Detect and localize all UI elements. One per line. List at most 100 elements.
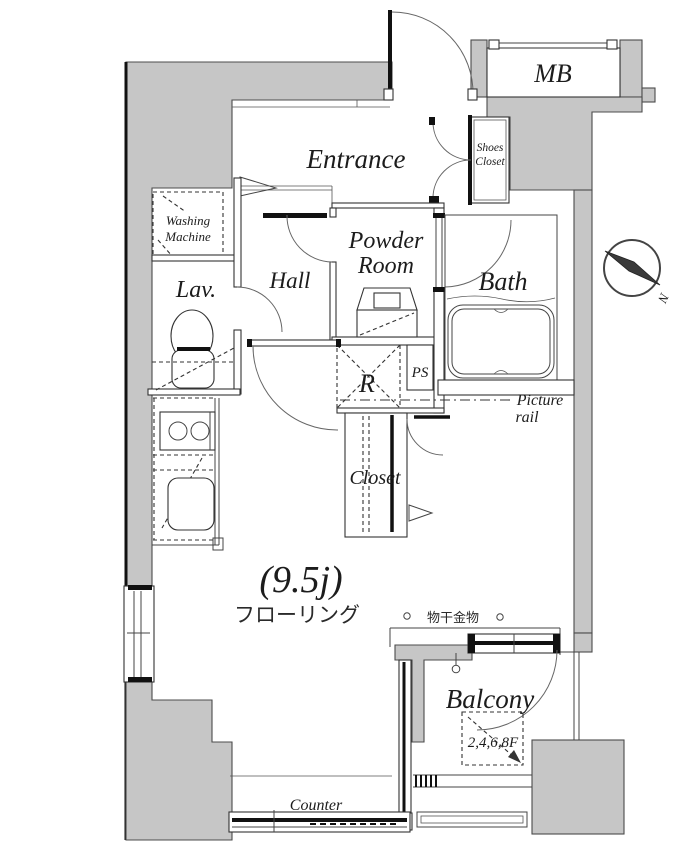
room-door-cap-right bbox=[336, 339, 341, 347]
balcony-door-cap-right bbox=[553, 634, 560, 653]
hall-wall-upper bbox=[233, 177, 242, 288]
wm-door-flag bbox=[239, 176, 278, 197]
powder-room-label1: Powder bbox=[348, 228, 424, 254]
shoes-closet-box bbox=[470, 116, 510, 204]
hall-label: Hall bbox=[269, 268, 311, 293]
laundry-hook-left bbox=[403, 612, 411, 620]
wall-right-step bbox=[573, 632, 593, 653]
main-room: (9.5j) フローリング bbox=[234, 339, 360, 627]
left-window bbox=[123, 585, 155, 683]
shoes-door-cap-bottom bbox=[429, 196, 439, 204]
powder-door-arc bbox=[286, 214, 333, 263]
shoes-closet-inner bbox=[473, 119, 507, 201]
kitchen-sink bbox=[167, 477, 215, 531]
wall-bottom-left-block bbox=[125, 679, 233, 841]
powder-bottom-wall bbox=[331, 336, 445, 346]
compass-needle bbox=[604, 250, 661, 286]
laundry-hardware-label: 物干金物 bbox=[427, 610, 479, 626]
counter-window: Counter bbox=[228, 775, 411, 833]
shoes-closet-door-arc-top bbox=[432, 121, 472, 161]
powder-left-wall-top bbox=[329, 207, 337, 218]
wall-right-column bbox=[573, 189, 593, 634]
meter-box-outline bbox=[486, 47, 621, 98]
refrigerator-label: R bbox=[358, 369, 375, 398]
balcony-railing-inner bbox=[420, 815, 524, 824]
hall-wall-lower bbox=[233, 329, 242, 395]
refrigerator-space: R bbox=[336, 344, 401, 409]
bath-floor-wave bbox=[446, 295, 556, 303]
stove-burner-right bbox=[190, 421, 210, 441]
balcony-floors-label: 2,4,6,8F bbox=[468, 735, 519, 751]
entrance-door-leaf bbox=[388, 10, 392, 95]
bath-door-arc bbox=[444, 219, 512, 288]
powder-room-label2: Room bbox=[357, 253, 414, 279]
balcony-floors-arrow-line bbox=[467, 716, 515, 758]
mb-right-column bbox=[619, 39, 643, 98]
lav-label: Lav. bbox=[175, 277, 216, 303]
picture-rail: Picture rail bbox=[340, 392, 563, 426]
mb-cap-left bbox=[488, 39, 500, 50]
left-window-cap-top bbox=[128, 585, 152, 590]
counter-label: Counter bbox=[290, 797, 343, 814]
lavatory: Lav. bbox=[147, 177, 283, 396]
shoes-closet: Shoes Closet bbox=[429, 115, 510, 205]
closet-box bbox=[344, 412, 408, 538]
balcony-drain-hatch bbox=[415, 775, 437, 787]
door-jamb-left bbox=[383, 88, 394, 101]
room-door-arc bbox=[252, 345, 339, 431]
balcony-railing-outer bbox=[416, 811, 528, 828]
mb-right-nub bbox=[641, 87, 656, 103]
pipe-space: PS bbox=[406, 344, 434, 391]
lav-dash-diagonal bbox=[155, 347, 235, 391]
left-window-cap-bottom bbox=[128, 677, 152, 682]
compass-north-label: N bbox=[654, 290, 672, 306]
lav-bottom-wall bbox=[147, 388, 241, 396]
shoes-closet-label1: Shoes bbox=[477, 142, 504, 154]
meter-box-label: MB bbox=[533, 59, 572, 88]
balcony: 物干金物 Balcony 2,4,6,8F bbox=[389, 610, 580, 828]
hall-wall-segment bbox=[263, 213, 327, 218]
wall-right-header bbox=[486, 96, 643, 191]
shoes-closet-door-arc-bottom bbox=[432, 159, 472, 199]
pipe-space-box bbox=[406, 344, 434, 391]
shoes-door-cap-top bbox=[429, 117, 435, 125]
balcony-side-window bbox=[397, 659, 413, 831]
pipe-space-label: PS bbox=[411, 365, 429, 381]
balcony-door-arc bbox=[476, 649, 558, 731]
left-window-frame bbox=[123, 585, 155, 683]
vanity-dash bbox=[359, 312, 415, 336]
bottom-window-glass bbox=[232, 818, 407, 822]
closet-door-flag bbox=[408, 504, 434, 522]
r-ps-bottom-wall bbox=[336, 407, 445, 414]
room-door-leaf bbox=[250, 339, 340, 347]
balcony-floors-box bbox=[461, 711, 524, 766]
kitchen-foot bbox=[212, 537, 224, 551]
closet: Closet bbox=[344, 412, 450, 538]
entrance-door bbox=[383, 10, 478, 101]
entrance-label: Entrance bbox=[306, 144, 406, 174]
entrance-door-arc bbox=[391, 11, 474, 96]
picture-rail-label2: rail bbox=[515, 409, 539, 426]
powder-room: Powder Room bbox=[286, 202, 445, 346]
powder-left-wall-bottom bbox=[329, 261, 337, 341]
washing-machine-area: Washing Machine bbox=[152, 176, 278, 259]
balcony-floors-arrowhead bbox=[508, 750, 521, 763]
picture-rail-label1: Picture bbox=[516, 392, 564, 409]
entrance-hall: Entrance Hall bbox=[232, 100, 405, 293]
lav-top-wall bbox=[151, 254, 238, 262]
room-flooring-label: フローリング bbox=[234, 603, 360, 627]
bath-door-cap-top bbox=[433, 213, 445, 218]
meter-box: MB bbox=[486, 39, 621, 98]
shoes-closet-label2: Closet bbox=[475, 156, 505, 168]
powder-top-wall bbox=[331, 202, 445, 209]
room-size-label: (9.5j) bbox=[259, 559, 342, 601]
stove-burner-left bbox=[168, 421, 188, 441]
wm-fold-mark2 bbox=[157, 239, 173, 257]
compass-circle bbox=[603, 239, 661, 297]
washing-machine-label1: Washing bbox=[166, 213, 211, 228]
compass: N bbox=[603, 239, 673, 306]
bath: Bath bbox=[336, 207, 575, 414]
bathtub-outer bbox=[447, 304, 555, 379]
